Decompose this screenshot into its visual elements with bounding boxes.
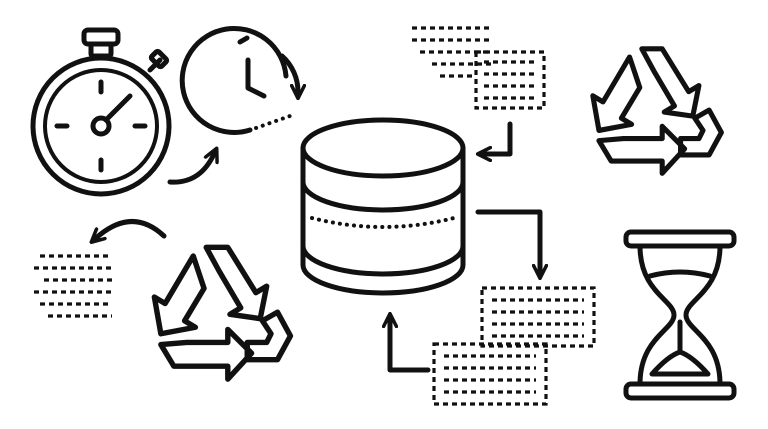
stopwatch-icon bbox=[30, 27, 172, 197]
database-icon bbox=[300, 117, 466, 296]
arrow-icon bbox=[390, 320, 431, 373]
dashed-document-icon bbox=[412, 26, 546, 110]
clock-refresh-icon bbox=[179, 25, 298, 135]
dashed-document-icon bbox=[432, 286, 596, 406]
arrow-icon bbox=[167, 154, 214, 185]
arrow-icon bbox=[475, 209, 540, 272]
dashed-document-icon bbox=[34, 254, 112, 318]
recycle-icon bbox=[154, 247, 290, 379]
arrow-icon bbox=[484, 121, 513, 154]
recycle-icon bbox=[593, 49, 722, 173]
arrow-icon bbox=[96, 219, 167, 238]
hourglass-icon bbox=[623, 229, 737, 401]
